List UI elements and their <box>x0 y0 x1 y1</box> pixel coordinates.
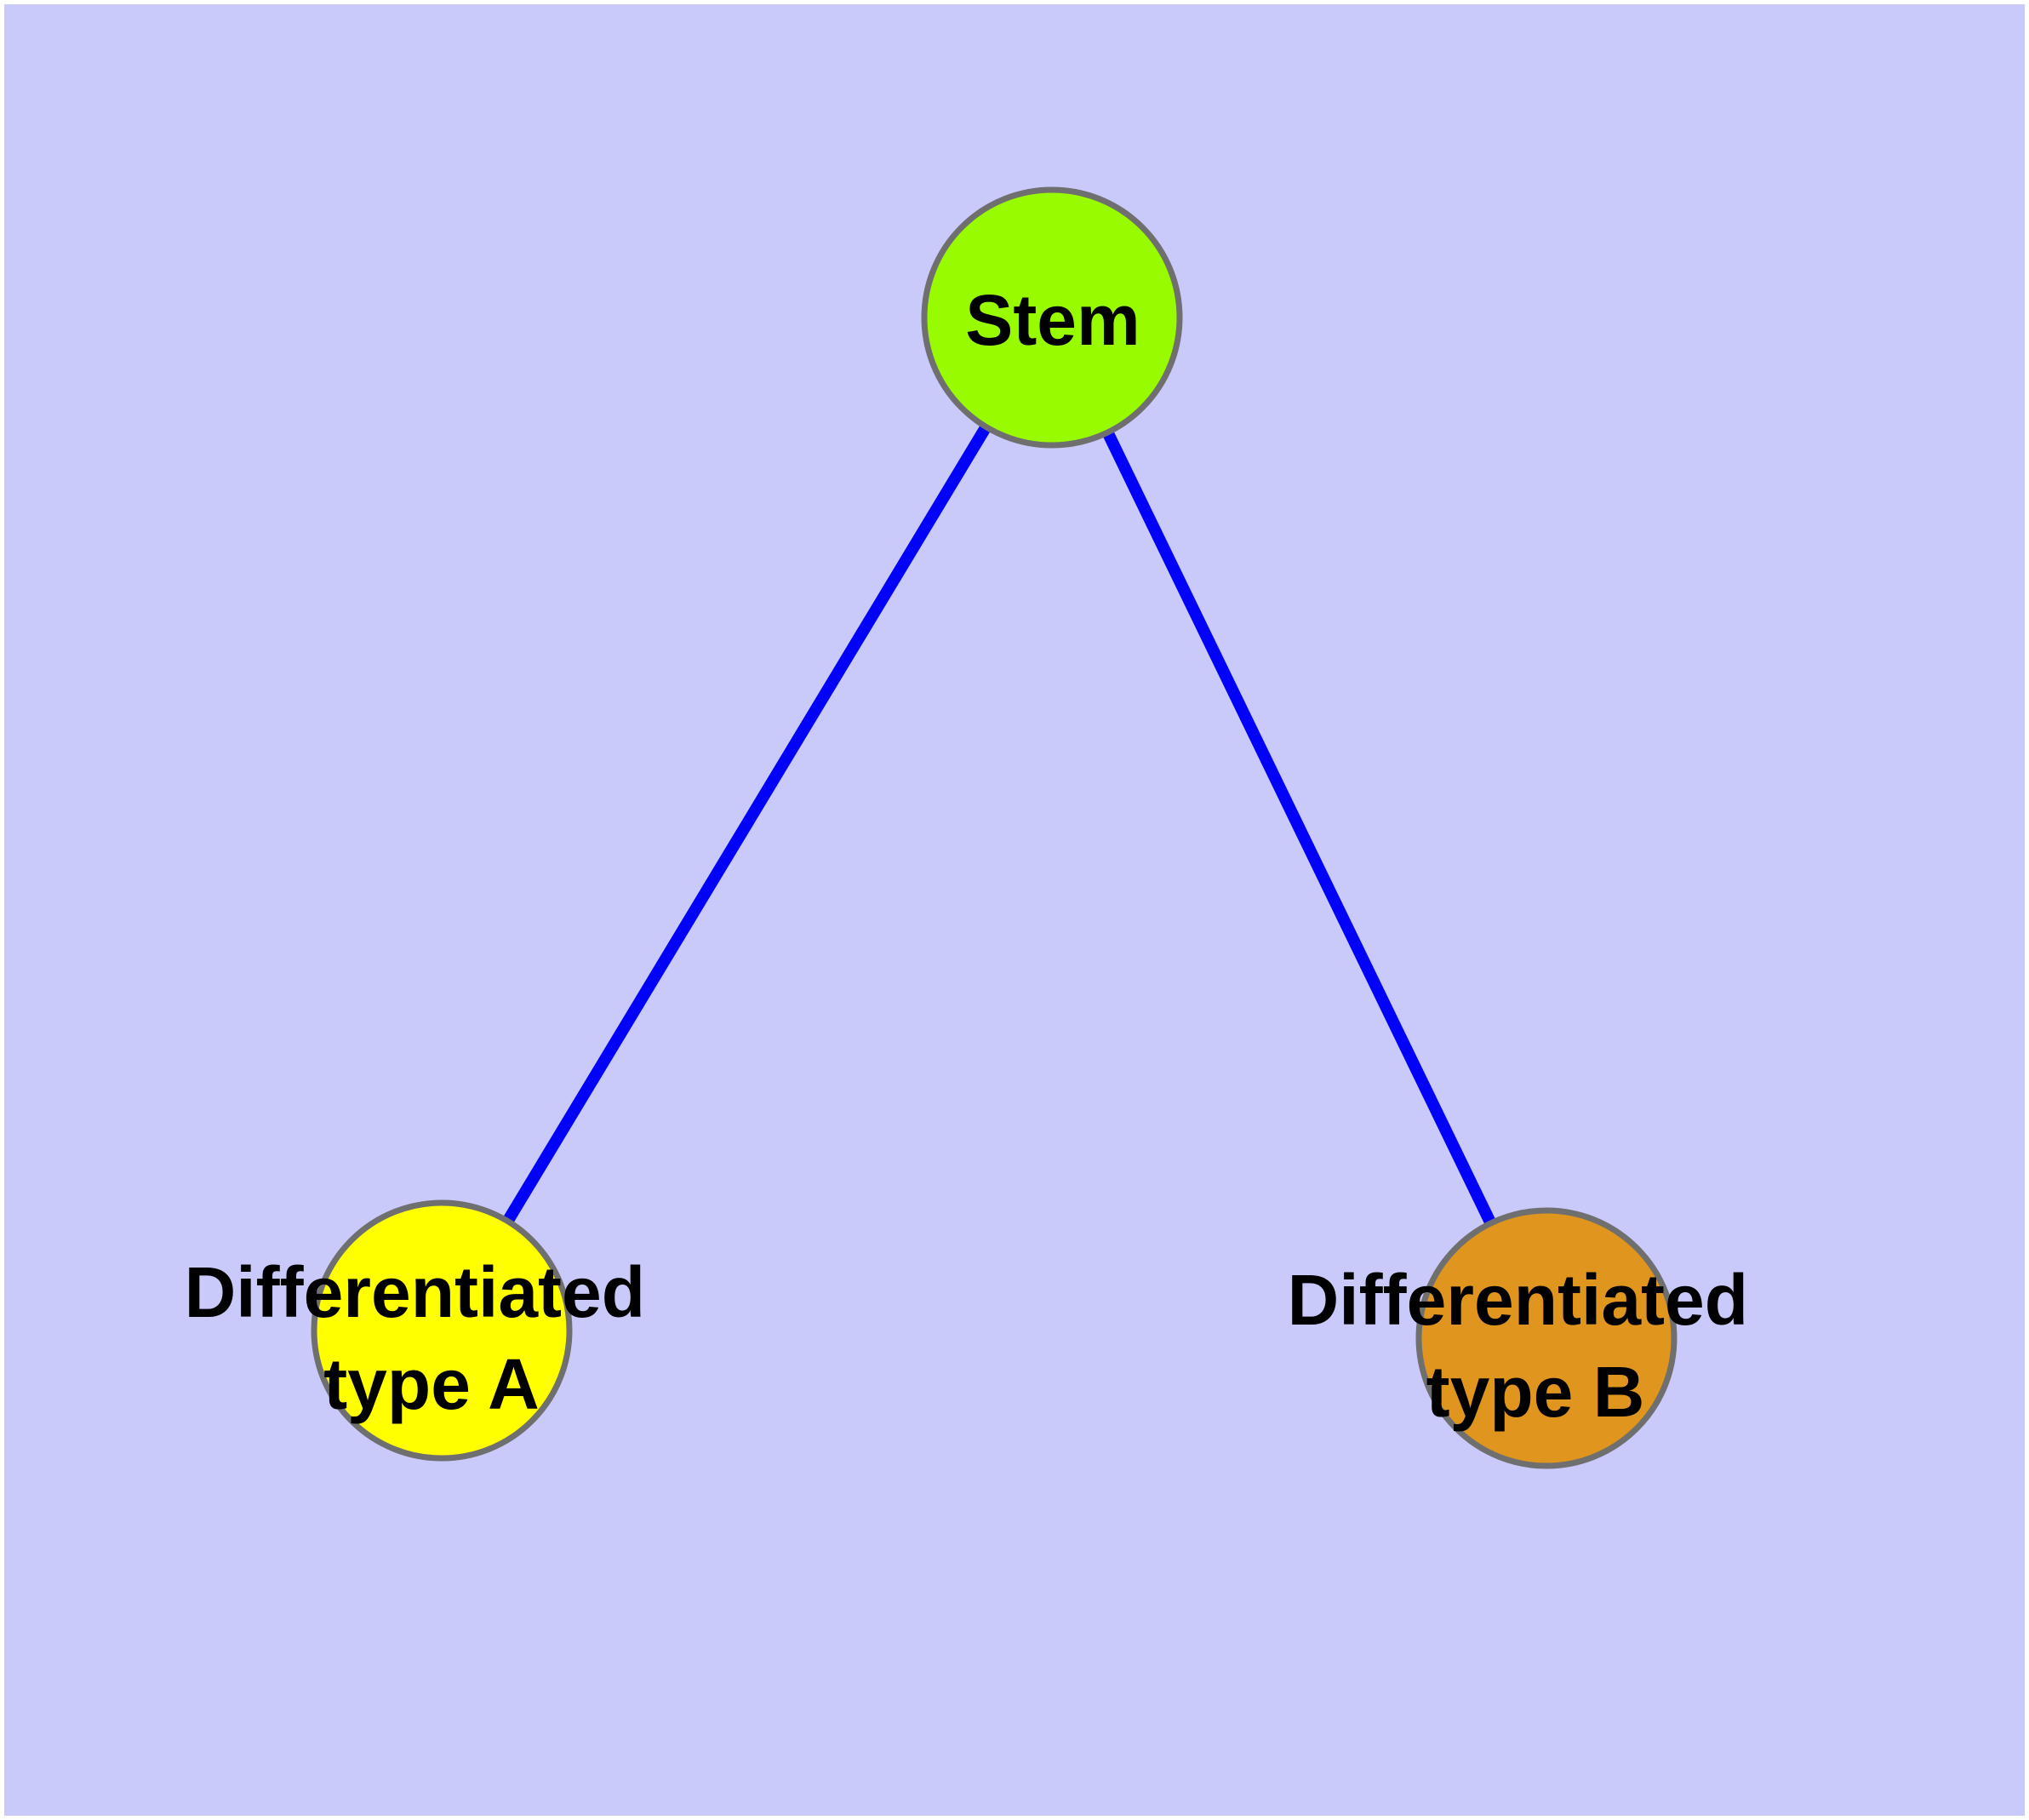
node-type-a-label: Differentiated type A <box>185 1252 666 1424</box>
node-type-b-label: Differentiated type B <box>1288 1260 1769 1432</box>
node-stem-label: Stem <box>965 280 1140 360</box>
node-differentiated-type-b <box>1415 1207 1677 1469</box>
node-type-b-label-line2: type B <box>1426 1352 1645 1432</box>
node-differentiated-type-a <box>311 1199 573 1462</box>
node-type-a-label-line2: type A <box>323 1344 540 1424</box>
node-stem <box>921 186 1183 449</box>
node-type-b-label-line1: Differentiated <box>1288 1260 1748 1340</box>
edge-stem-to-type-a <box>437 314 1057 1334</box>
node-type-a-label-line1: Differentiated <box>185 1252 645 1332</box>
edge-stem-to-type-b <box>1046 314 1552 1342</box>
